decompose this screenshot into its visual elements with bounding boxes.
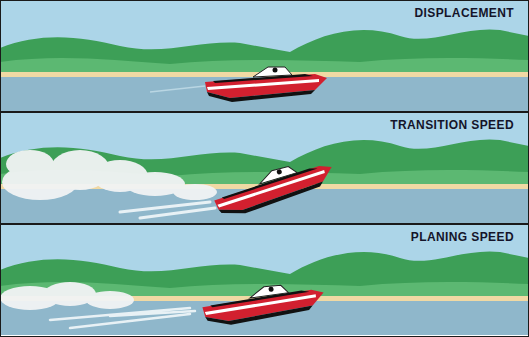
panel-label: TRANSITION SPEED [390, 118, 514, 132]
speed-panel: TRANSITION SPEED [0, 112, 529, 224]
speed-panel: PLANING SPEED [0, 224, 529, 337]
panel-label: DISPLACEMENT [415, 6, 514, 20]
panel-label: PLANING SPEED [411, 230, 514, 244]
speed-panel: DISPLACEMENT [0, 0, 529, 112]
